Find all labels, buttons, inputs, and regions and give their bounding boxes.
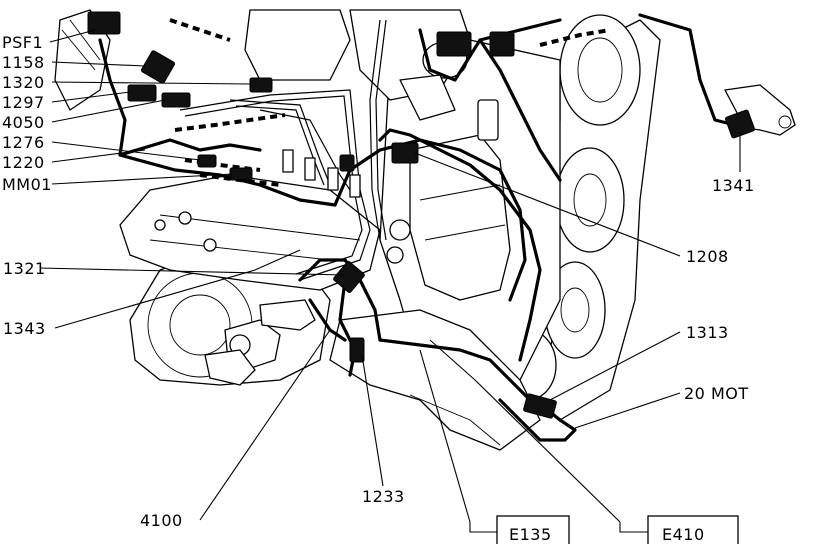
injector-4 <box>349 174 361 198</box>
connector-20mot <box>523 393 557 419</box>
connector-1321 <box>333 261 365 293</box>
harness-right-loop <box>638 13 737 127</box>
label-1220: 1220 <box>2 153 45 172</box>
harness-to-pump <box>333 138 527 302</box>
filter-housing <box>244 9 351 81</box>
label-1208: 1208 <box>686 247 729 266</box>
label-e410: E410 <box>662 525 705 544</box>
harness-dashed-4 <box>169 18 231 42</box>
label-box-e410 <box>647 515 739 544</box>
label-1297: 1297 <box>2 93 45 112</box>
connector-top-1 <box>436 31 472 57</box>
connector-4050 <box>161 92 191 108</box>
injector-1 <box>282 149 294 173</box>
label-4050: 4050 <box>2 113 45 132</box>
connector-1233 <box>349 337 365 363</box>
label-1313: 1313 <box>686 323 729 342</box>
label-box-e135 <box>496 515 570 544</box>
leader-lines <box>39 29 741 523</box>
label-1233: 1233 <box>362 487 405 506</box>
connector-mm01 <box>229 167 253 181</box>
harness-dashed-1 <box>174 113 286 132</box>
connector-1320 <box>249 77 273 93</box>
harness-main-left <box>98 38 262 157</box>
injector-3 <box>327 167 339 191</box>
fuel-line-2 <box>229 99 331 186</box>
connector-1297 <box>127 84 157 102</box>
pump-sensor <box>477 99 499 141</box>
label-e135: E135 <box>509 525 552 544</box>
connector-1158 <box>140 50 176 84</box>
harness-top <box>418 18 562 82</box>
label-1343: 1343 <box>3 319 46 338</box>
label-1276: 1276 <box>2 133 45 152</box>
label-1321: 1321 <box>3 259 46 278</box>
label-mm01: MM01 <box>2 175 52 194</box>
connector-top-2 <box>489 31 515 57</box>
oil-sump <box>329 309 541 451</box>
pump-fitting <box>389 219 411 241</box>
connector-1341 <box>725 109 755 139</box>
callout-labels: PSF1 1158 1320 1297 4050 1276 1220 MM01 … <box>2 33 755 544</box>
connector-1208 <box>391 142 419 164</box>
top-left-housing <box>54 9 111 111</box>
connector-psf1 <box>87 11 121 35</box>
label-1341: 1341 <box>712 176 755 195</box>
label-20mot: 20 MOT <box>684 384 749 403</box>
connector-1276 <box>197 154 217 168</box>
label-1158: 1158 <box>2 53 45 72</box>
label-1320: 1320 <box>2 73 45 92</box>
pulley-middle <box>555 147 625 253</box>
label-psf1: PSF1 <box>2 33 43 52</box>
injector-2 <box>304 157 316 181</box>
connectors <box>87 11 755 419</box>
label-4100: 4100 <box>140 511 183 530</box>
lower-bracket <box>204 349 256 386</box>
